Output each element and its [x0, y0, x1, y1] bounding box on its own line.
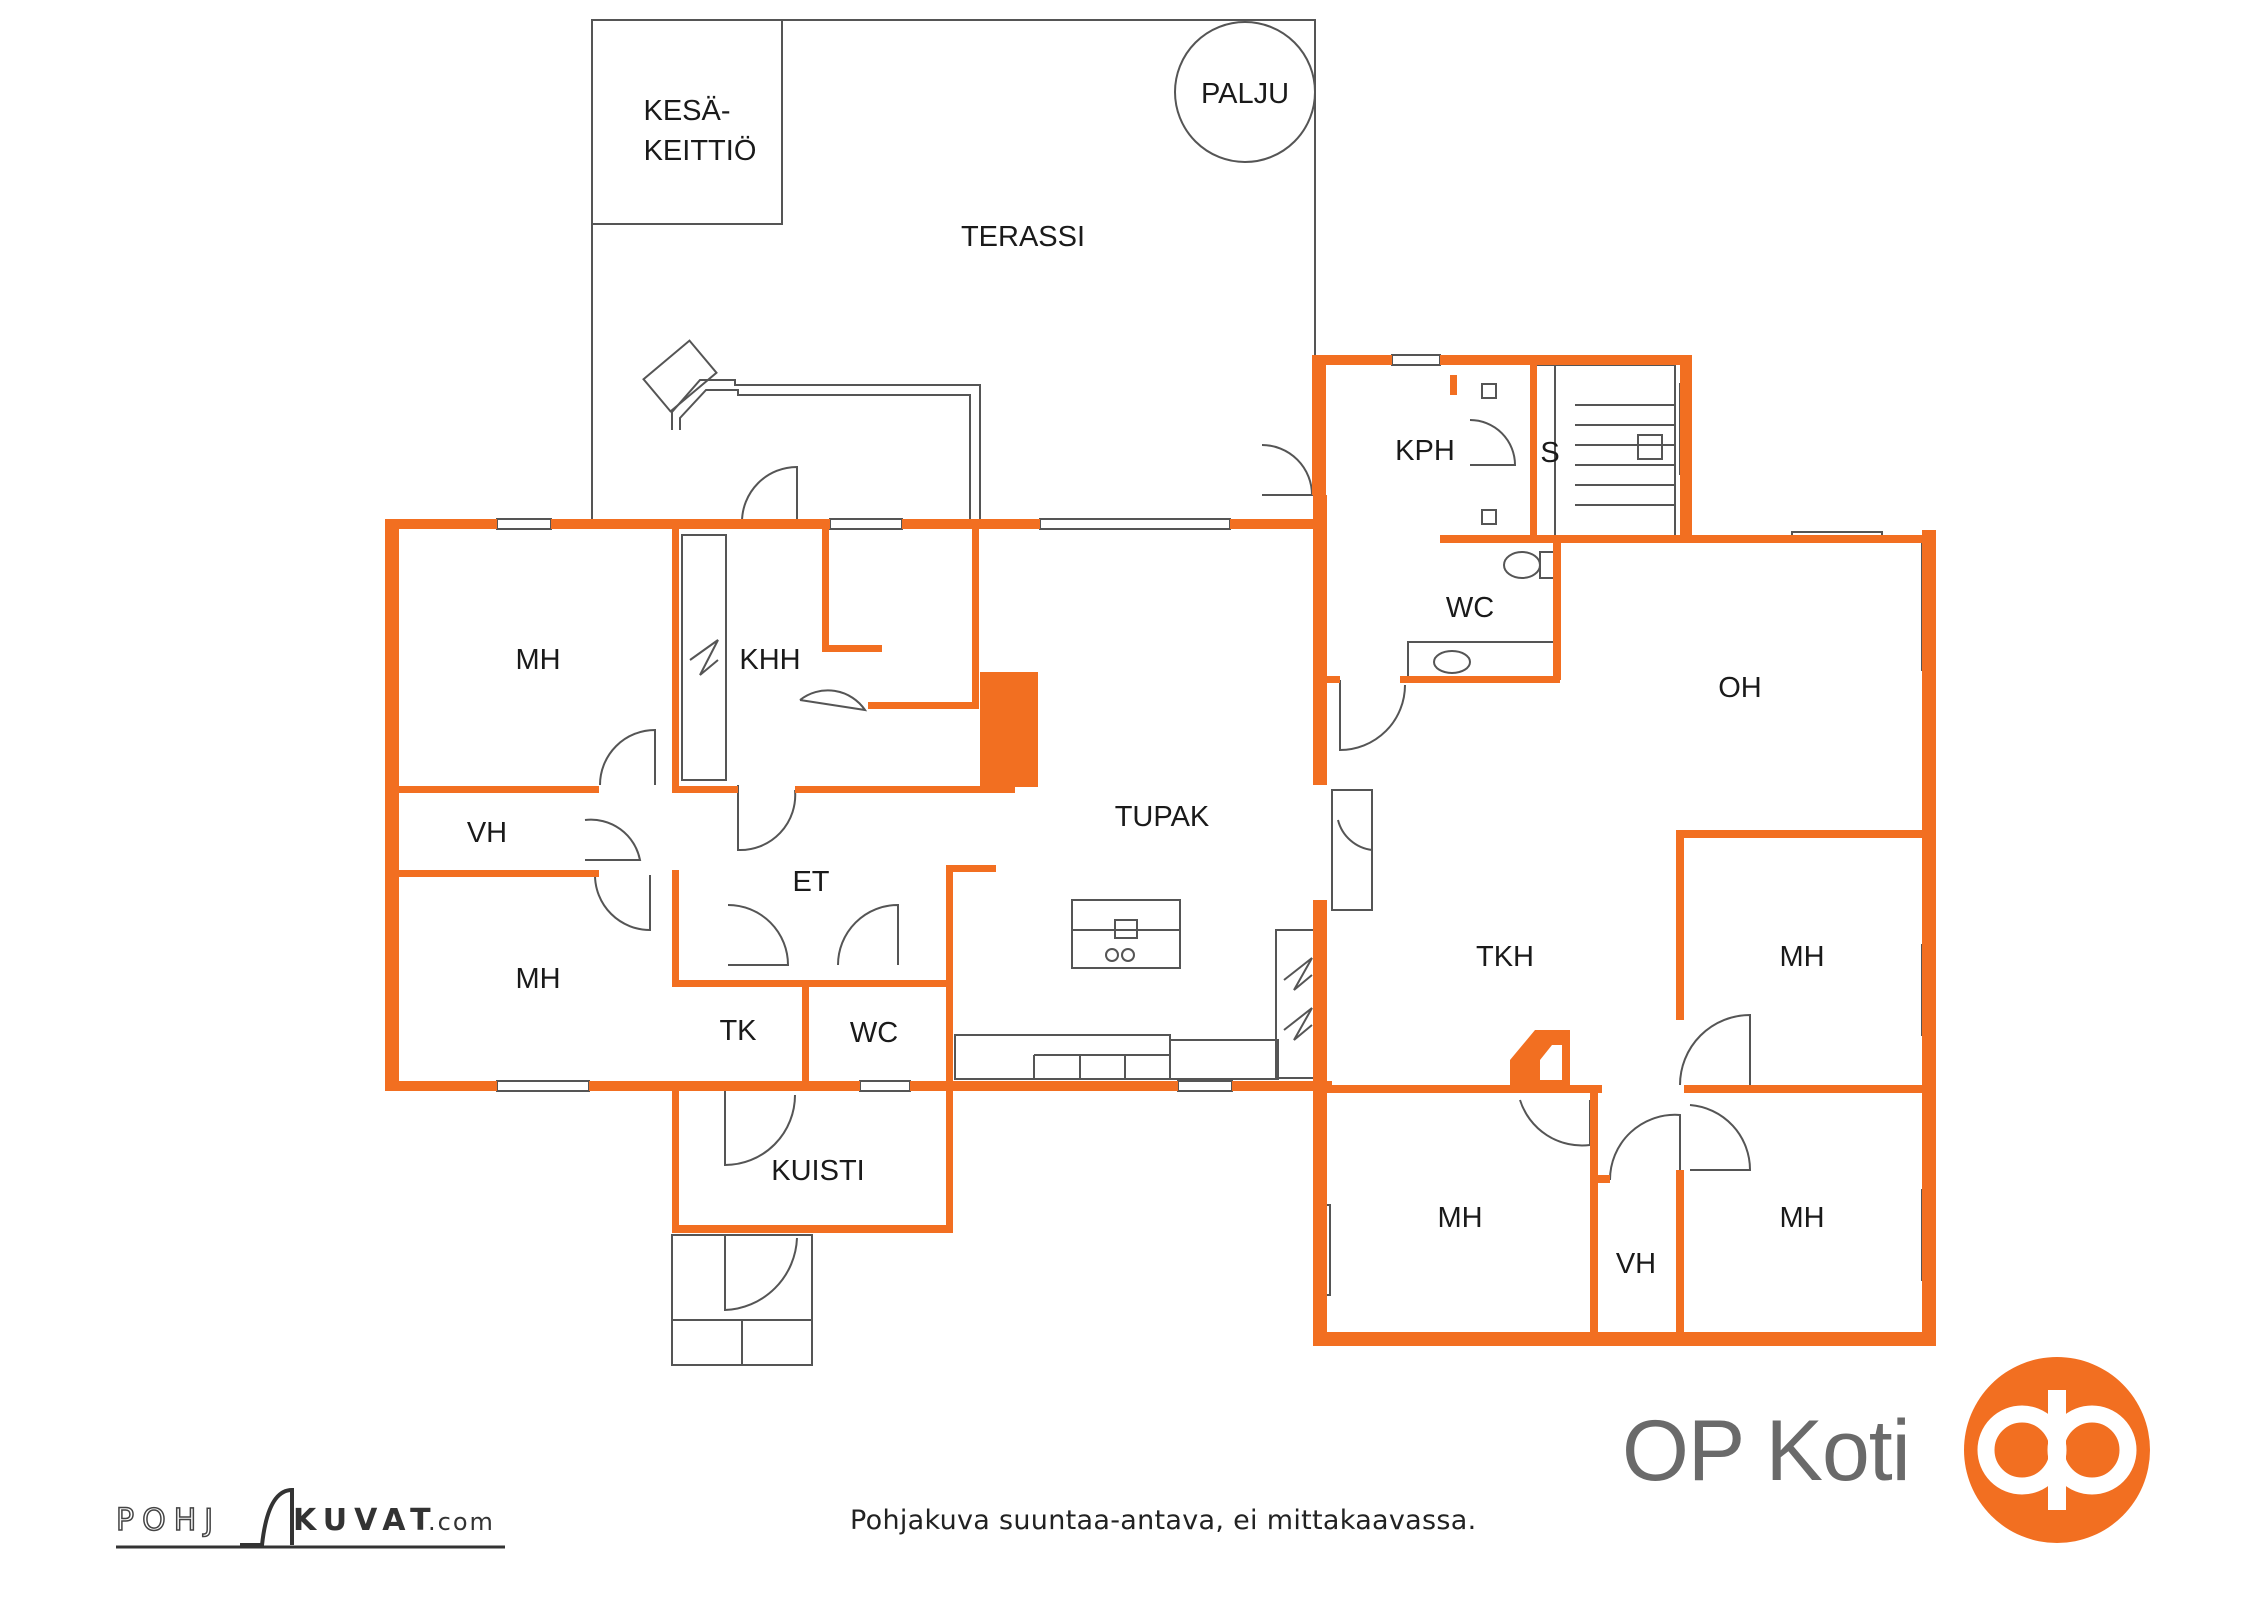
label-tkh: TKH — [1476, 941, 1534, 973]
label-tupak: TUPAK — [1115, 801, 1210, 833]
label-mh-bottom-right: MH — [1779, 1202, 1824, 1234]
watermark-left-text: POHJ — [116, 1503, 221, 1538]
door-swings — [584, 419, 1752, 1312]
windows — [496, 354, 1933, 1296]
watermark-swoosh-icon — [240, 1487, 294, 1547]
label-kph: KPH — [1395, 435, 1455, 467]
watermark-right-text: KUVAT — [293, 1503, 438, 1538]
room-labels: KESÄ- KEITTIÖ PALJU TERASSI KPH S WC OH … — [467, 78, 1825, 1280]
label-tk: TK — [719, 1015, 757, 1047]
disclaimer-text: Pohjakuva suuntaa-antava, ei mittakaavas… — [850, 1505, 1477, 1536]
label-mh-top-left: MH — [515, 644, 560, 676]
walls — [385, 355, 1936, 1346]
label-mh-bottom-center: MH — [1437, 1202, 1482, 1234]
watermark-suffix-text: .com — [428, 1508, 495, 1536]
label-mh-mid-left: MH — [515, 963, 560, 995]
op-logo-icon — [1964, 1357, 2150, 1543]
brand-text: OP Koti — [1622, 1403, 1911, 1499]
label-vh-right: VH — [1616, 1248, 1656, 1280]
label-vh-left: VH — [467, 817, 507, 849]
label-et: ET — [792, 866, 829, 898]
label-terassi: TERASSI — [961, 221, 1085, 253]
label-khh: KHH — [739, 644, 800, 676]
label-kesakeittio-2: KEITTIÖ — [644, 135, 757, 167]
label-sauna: S — [1540, 437, 1559, 469]
fixtures — [671, 364, 1676, 1366]
watermark-logo: POHJ KUVAT .com — [115, 1487, 505, 1549]
label-wc-upper: WC — [1446, 592, 1494, 624]
label-oh: OH — [1718, 672, 1762, 704]
label-wc-lower: WC — [850, 1017, 898, 1049]
terrace-outline — [591, 19, 1316, 522]
label-kesakeittio-1: KESÄ- — [643, 95, 730, 127]
label-kuisti: KUISTI — [771, 1155, 864, 1187]
label-palju: PALJU — [1201, 78, 1289, 110]
label-mh-right-mid: MH — [1779, 941, 1824, 973]
